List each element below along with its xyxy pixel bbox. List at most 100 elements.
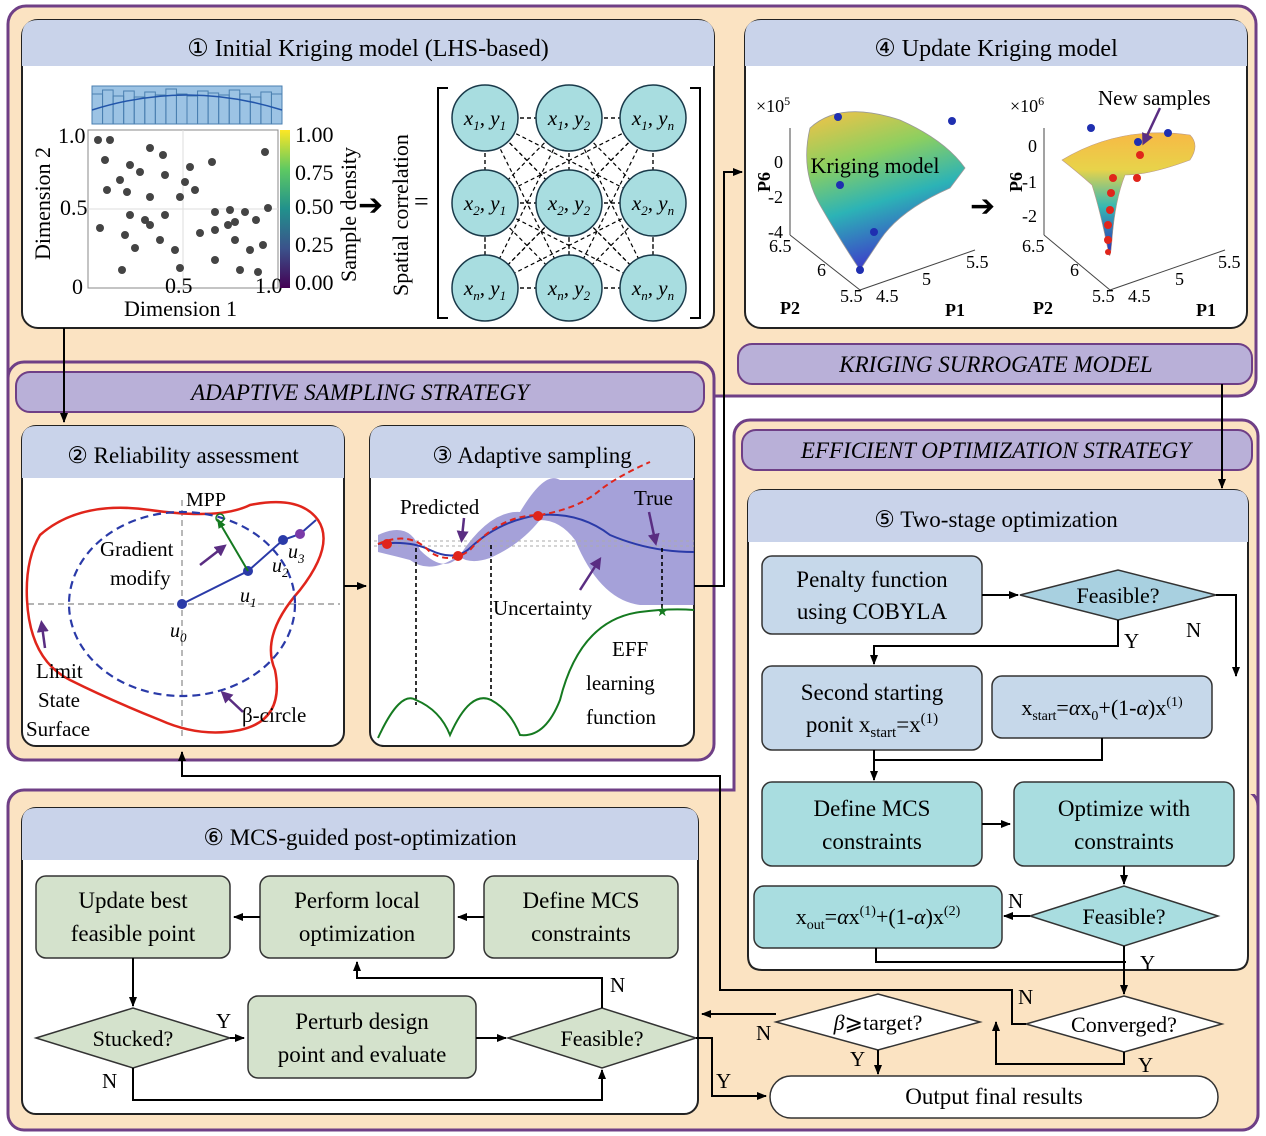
efficient-banner — [741, 429, 1253, 471]
matrix-node-label: x2, y2 — [547, 191, 591, 218]
output-box[interactable] — [769, 1075, 1219, 1119]
ylabel-dim2: Dimension 2 — [30, 147, 55, 260]
scatter-point — [191, 186, 199, 194]
right-p-tick-2: 6 — [1070, 260, 1079, 280]
feasible2-text: Feasible? — [1082, 904, 1165, 929]
converged-n: N — [1018, 985, 1033, 1009]
ytick-0: 0 — [72, 274, 83, 299]
scatter-point — [118, 266, 126, 274]
scatter-point — [94, 136, 102, 144]
update-text-2: feasible point — [71, 921, 196, 946]
ytick-05: 0.5 — [60, 195, 88, 220]
optimize-text-2: constraints — [1074, 829, 1174, 854]
matrix-bracket-right — [690, 87, 701, 319]
penalty-text-1: Penalty function — [796, 567, 948, 592]
right-p-tick-3: 5.5 — [1092, 286, 1115, 306]
define-mcs-5-text-1: Define MCS — [814, 796, 931, 821]
scatter-point — [103, 186, 111, 194]
feasible1-text: Feasible? — [1076, 583, 1159, 608]
stucked-y: Y — [216, 1009, 231, 1033]
limit-label-1: Limit — [36, 659, 83, 683]
limit-label-3: Surface — [26, 717, 90, 741]
cbar-tick-050: 0.50 — [295, 194, 334, 219]
scatter-point — [196, 229, 204, 237]
feasible6-text: Feasible? — [560, 1026, 643, 1051]
right-z-tick-0: 0 — [1028, 136, 1037, 156]
converged-y: Y — [1138, 1053, 1153, 1077]
penalty-text-2: using COBYLA — [797, 599, 948, 624]
scatter-point — [161, 171, 169, 179]
adaptive-banner-text: ADAPTIVE SAMPLING STRATEGY — [189, 380, 531, 405]
left-z-tick-0: 0 — [774, 152, 783, 172]
scatter-point — [146, 221, 154, 229]
converged-text: Converged? — [1071, 1012, 1177, 1037]
left-p1-label: P1 — [945, 300, 965, 320]
kriging-banner — [737, 343, 1253, 385]
colorbar-label: Sample density — [336, 147, 361, 282]
second-start-box[interactable] — [761, 665, 983, 751]
left-z-tick-2: -2 — [768, 187, 783, 207]
beta-target-diamond[interactable] — [773, 993, 983, 1051]
feasible6-n: N — [610, 973, 625, 997]
feasible6-y: Y — [716, 1069, 731, 1093]
stucked-text: Stucked? — [93, 1026, 174, 1051]
define-mcs-6-text-1: Define MCS — [523, 888, 640, 913]
scatter-point — [146, 193, 154, 201]
kriging-surface-left — [789, 111, 976, 291]
new-samples-label: New samples — [1098, 86, 1211, 110]
stucked-n: N — [102, 1069, 117, 1093]
mpp-label: MPP — [186, 489, 226, 511]
reliability-plot — [25, 500, 340, 740]
scatter-point — [246, 246, 254, 254]
scatter-point — [116, 176, 124, 184]
feasible1-y: Y — [1124, 629, 1139, 653]
predicted-label: Predicted — [400, 495, 480, 519]
beta-target-text: β⩾target? — [833, 1010, 923, 1035]
matrix-node — [535, 254, 603, 322]
equals-sign: = — [414, 187, 429, 216]
scatter-point — [156, 236, 164, 244]
scatter-point — [171, 246, 179, 254]
scatter-point — [224, 221, 232, 229]
eff-label-2: learning — [586, 671, 655, 695]
right-p-tick-4: 4.5 — [1128, 286, 1151, 306]
scatter-point — [146, 144, 154, 152]
scatter-point — [231, 218, 239, 226]
adaptive-banner — [15, 371, 705, 413]
left-p-tick-3: 5.5 — [840, 286, 863, 306]
cbar-tick-000: 0.00 — [295, 270, 334, 295]
scatter-point — [136, 168, 144, 176]
scatter-point — [106, 136, 114, 144]
panel5-title: ⑤ Two-stage optimization — [874, 507, 1118, 532]
perform-text-1: Perform local — [294, 888, 420, 913]
left-z-tick-4: -4 — [768, 222, 783, 242]
xout-box[interactable] — [753, 885, 1003, 949]
matrix-node — [619, 169, 687, 237]
scatter-point — [211, 208, 219, 216]
right-scale: ×106 — [1010, 94, 1044, 116]
new-samples-arrow — [1142, 107, 1162, 146]
feasible1-n: N — [1186, 618, 1201, 642]
matrix-node-label: x2, yn — [631, 191, 674, 218]
left-p-tick-2: 6 — [817, 260, 826, 280]
scatter-point — [123, 188, 131, 196]
scatter-point — [226, 206, 234, 214]
scatter-point — [264, 204, 272, 212]
second-start-text-1: Second starting — [801, 680, 944, 705]
perturb-text-1: Perturb design — [295, 1009, 429, 1034]
cbar-tick-100: 1.00 — [295, 122, 334, 147]
scatter-point — [208, 158, 216, 166]
scatter-point — [96, 224, 104, 232]
feasible2-diamond[interactable] — [1027, 885, 1221, 947]
converged-diamond[interactable] — [1023, 995, 1225, 1053]
matrix-node-label: x2, y1 — [463, 191, 506, 218]
left-p-tick-4: 4.5 — [876, 286, 899, 306]
matrix-node — [451, 254, 519, 322]
left-p2-label: P2 — [780, 298, 800, 318]
u3-label: u3 — [288, 541, 305, 566]
right-p-tick-1: 6.5 — [1022, 236, 1045, 256]
scatter-point — [161, 211, 169, 219]
histogram-bar — [270, 93, 283, 125]
matrix-node — [535, 84, 603, 152]
matrix-bracket-left — [437, 87, 448, 319]
